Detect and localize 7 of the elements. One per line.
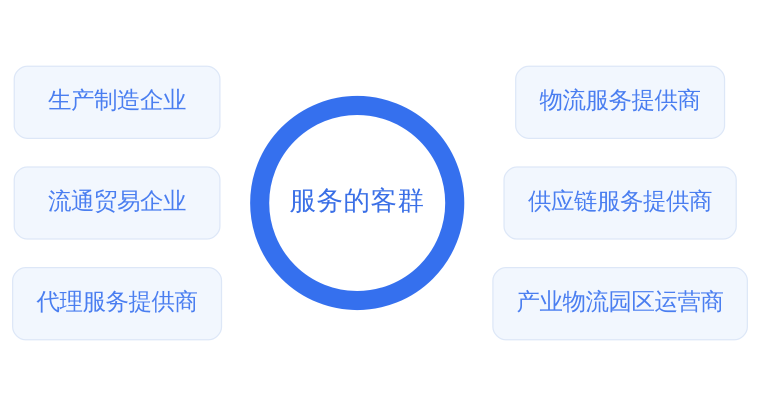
node-box: 供应链服务提供商 bbox=[503, 166, 737, 240]
node-box: 代理服务提供商 bbox=[12, 266, 222, 340]
node-box: 产业物流园区运营商 bbox=[492, 266, 748, 340]
node-box: 生产制造企业 bbox=[14, 65, 221, 138]
node-box: 流通贸易企业 bbox=[14, 166, 221, 240]
node-box: 物流服务提供商 bbox=[515, 65, 726, 138]
node-circle: 服务的客群 bbox=[250, 95, 464, 310]
